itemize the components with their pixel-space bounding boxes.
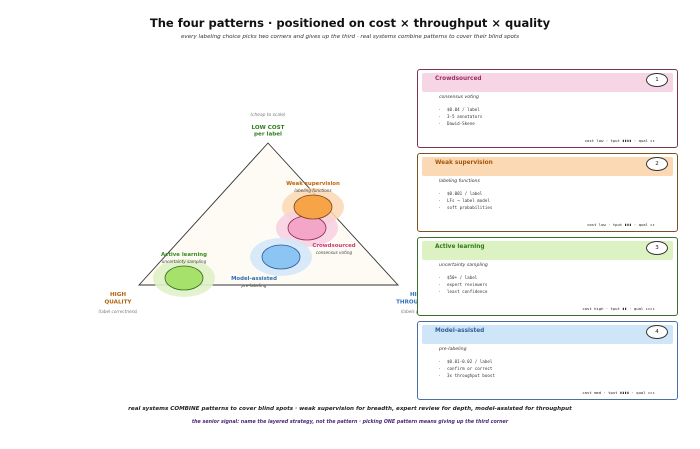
card-title: Weak supervision [435,160,493,166]
card-title: Model-assisted [435,328,485,334]
card-header [422,73,673,92]
pattern-card-model-assisted: Model-assisted 4 pre-labeling $0.01-0.02… [417,321,678,400]
card-subtitle: consensus voting [439,95,479,100]
pattern-card-weak-supervision: Weak supervision 2 labeling functions $0… [417,153,678,232]
crowdsourced-sublabel: consensus voting [316,250,353,255]
card-bullet-list: $0.001 / label LFs → label model soft pr… [438,190,492,212]
active-learning-sublabel: uncertainty sampling [162,259,207,264]
footer-summary: real systems COMBINE patterns to cover b… [128,406,572,412]
card-bullet: $0.04 / label [438,106,482,113]
card-bullet: least confidence [438,288,487,295]
card-bullet: soft probabilities [438,204,492,211]
card-bullet: 3x throughput boost [438,372,495,379]
weak-supervision-sublabel: labeling functions [294,188,332,193]
card-bullet: Dawid-Skene [438,120,482,127]
card-bullet: expert reviewers [438,281,487,288]
card-header [422,325,673,344]
corner-left-label-line2: QUALITY [105,300,133,306]
card-header [422,157,673,176]
card-bullet: 3-5 annotators [438,113,482,120]
card-bullet-list: $50+ / label expert reviewers least conf… [438,274,487,296]
card-number-badge: 3 [646,241,668,255]
card-bullet: $0.01-0.02 / label [438,358,495,365]
page-title: The four patterns · positioned on cost ×… [149,16,551,30]
model-assisted-sublabel: pre-labeling [240,283,266,288]
crowdsourced-marker [287,215,327,241]
pattern-card-crowdsourced: Crowdsourced 1 consensus voting $0.04 / … [417,69,678,148]
card-bullet: $50+ / label [438,274,487,281]
corner-top-label-line1: LOW COST [252,125,285,131]
crowdsourced-label: Crowdsourced [312,243,355,249]
corner-left-hint: (label correctness) [98,309,138,314]
card-subtitle: uncertainty sampling [439,263,488,268]
model-assisted-marker [261,244,301,270]
card-number-badge: 2 [646,157,668,171]
corner-left-label-line1: HIGH [110,292,126,298]
footer-senior-signal: the senior signal: name the layered stra… [191,420,509,425]
corner-top-hint: (cheap to scale) [250,112,286,118]
card-number-badge: 4 [646,325,668,339]
card-subtitle: labeling functions [439,179,480,184]
weak-supervision-marker [293,194,333,220]
card-metrics: cost high · tput ▮▮ · qual ▸▸▸▸ [582,306,655,311]
card-bullet-list: $0.04 / label 3-5 annotators Dawid-Skene [438,106,482,128]
card-title: Active learning [435,244,485,250]
card-title: Crowdsourced [435,76,482,82]
active-learning-marker [164,265,204,291]
card-metrics: cost low · tput ▮▮▮ · qual ▸▸ [587,222,655,227]
card-bullet: $0.001 / label [438,190,492,197]
page-subtitle: every labeling choice picks two corners … [180,34,520,40]
card-subtitle: pre-labeling [439,347,467,352]
model-assisted-label: Model-assisted [231,276,277,282]
card-metrics: cost med · tput ▮▮▮▮ · qual ▸▸▸ [582,390,655,395]
card-bullet: LFs → label model [438,197,492,204]
card-header [422,241,673,260]
weak-supervision-label: Weak supervision [286,181,340,187]
card-bullet: confirm or correct [438,365,495,372]
active-learning-label: Active learning [161,252,207,258]
card-bullet-list: $0.01-0.02 / label confirm or correct 3x… [438,358,495,380]
card-metrics: cost low · tput ▮▮▮▮ · qual ▸▸ [584,138,655,143]
card-number-badge: 1 [646,73,668,87]
pattern-card-active-learning: Active learning 3 uncertainty sampling $… [417,237,678,316]
corner-top-label-line2: per label [254,132,282,138]
